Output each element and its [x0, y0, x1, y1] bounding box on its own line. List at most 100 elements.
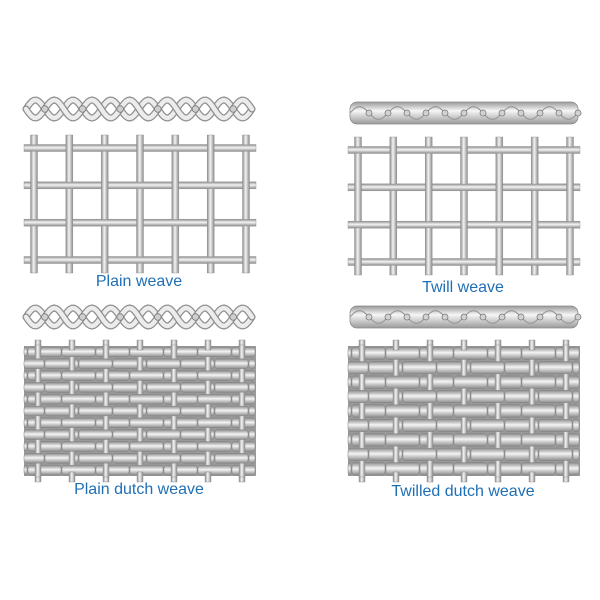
- dutch-weft-segment: [61, 441, 96, 452]
- dutch-weft-segment: [23, 441, 28, 452]
- profile-weft-dot: [384, 313, 392, 321]
- warp-over-segment: [494, 460, 502, 478]
- dutch-weft-segment: [351, 346, 386, 360]
- dutch-weft-segment: [27, 441, 62, 452]
- weft-over-segment: [135, 181, 145, 189]
- warp-over-segment: [562, 344, 570, 362]
- dutch-weft-segment: [248, 405, 256, 417]
- dutch-weft-segment: [95, 370, 130, 381]
- weft-over-segment: [530, 183, 540, 191]
- dutch-weft-segment: [78, 429, 113, 440]
- warp-over-segment: [528, 417, 536, 434]
- dutch-weft-segment: [78, 453, 113, 464]
- warp-over-segment: [170, 439, 178, 454]
- profile-weft-dot: [116, 313, 124, 321]
- plain-dutch-weave-caption: Plain dutch weave: [74, 481, 204, 498]
- dutch-weft-segment: [385, 375, 420, 389]
- dutch-weft-segment: [385, 404, 420, 418]
- warp-over-segment: [562, 373, 570, 391]
- dutch-weft-segment: [214, 429, 249, 440]
- profile-wire-b: [23, 97, 255, 121]
- warp-over-segment: [238, 439, 246, 454]
- dutch-weft-segment: [521, 375, 556, 389]
- dutch-weft-segment: [402, 390, 437, 404]
- weft-over-segment: [100, 144, 110, 152]
- profile-weft-dot: [41, 313, 49, 321]
- weft-over-segment: [388, 258, 398, 266]
- profile-weft-dot: [365, 313, 373, 321]
- weft-over-segment: [565, 146, 575, 154]
- warp-over-segment: [34, 462, 42, 478]
- dutch-weft-segment: [197, 346, 232, 358]
- dutch-weft-segment: [129, 394, 164, 405]
- dutch-weft-segment: [129, 441, 164, 452]
- profile-weft-dot: [555, 109, 563, 117]
- warp-over-segment: [204, 451, 212, 466]
- profile-weft-dot: [229, 105, 237, 113]
- dutch-weft-segment: [402, 418, 437, 432]
- warp-over-segment: [136, 427, 144, 442]
- warp-wire: [424, 136, 433, 276]
- dutch-weft-segment: [351, 462, 386, 476]
- dutch-weft-segment: [572, 447, 580, 461]
- dutch-weft-segment: [470, 390, 505, 404]
- warp-over-segment: [460, 359, 468, 377]
- warp-over-segment: [392, 359, 400, 377]
- dutch-weft-segment: [27, 394, 62, 405]
- dutch-weft-segment: [214, 405, 249, 417]
- profile-weft-dot: [403, 109, 411, 117]
- warp-over-segment: [136, 403, 144, 419]
- warp-over-segment: [494, 402, 502, 420]
- warp-over-segment: [102, 415, 110, 430]
- dutch-weft-segment: [95, 346, 130, 358]
- dutch-weft-segment: [453, 346, 488, 360]
- warp-over-segment: [102, 462, 110, 478]
- warp-wire: [242, 134, 250, 274]
- dutch-weft-segment: [347, 447, 369, 461]
- warp-over-segment: [528, 388, 536, 405]
- dutch-weft-segment: [385, 462, 420, 476]
- dutch-weft-segment: [61, 394, 96, 405]
- weft-over-segment: [565, 221, 575, 229]
- dutch-weft-segment: [470, 447, 505, 461]
- warp-over-segment: [136, 356, 144, 371]
- warp-wire: [354, 136, 362, 276]
- warp-over-segment: [460, 417, 468, 434]
- warp-end: [136, 471, 144, 483]
- profile-weft-dot: [536, 313, 544, 321]
- warp-over-segment: [170, 415, 178, 430]
- warp-over-segment: [426, 344, 434, 362]
- warp-over-segment: [238, 368, 246, 383]
- warp-over-segment: [426, 402, 434, 420]
- dutch-weft-segment: [248, 429, 256, 440]
- warp-wire: [30, 134, 38, 274]
- warp-over-segment: [562, 460, 570, 478]
- profile-weft-dot: [422, 313, 430, 321]
- dutch-weft-segment: [453, 375, 488, 389]
- dutch-weft-segment: [538, 447, 573, 461]
- dutch-weft-segment: [385, 346, 420, 360]
- profile-weft-dot: [191, 105, 200, 113]
- warp-end: [392, 471, 400, 483]
- dutch-weft-segment: [163, 441, 198, 452]
- dutch-weft-segment: [347, 418, 369, 432]
- warp-wire: [206, 134, 215, 274]
- dutch-weft-segment: [487, 375, 522, 389]
- dutch-weft-segment: [197, 441, 232, 452]
- profile-weft-dot: [422, 109, 430, 117]
- dutch-weft-segment: [197, 464, 232, 476]
- dutch-weft-segment: [214, 382, 249, 393]
- warp-end: [460, 339, 468, 351]
- dutch-weft-segment: [197, 370, 232, 381]
- dutch-weft-segment: [538, 390, 573, 404]
- dutch-weft-segment: [214, 453, 249, 464]
- warp-end: [136, 339, 144, 351]
- warp-over-segment: [204, 380, 212, 395]
- warp-over-segment: [358, 431, 366, 449]
- dutch-weft-segment: [27, 417, 62, 428]
- profile-weft-dot: [229, 313, 237, 321]
- plain-dutch-weave-mesh: [23, 339, 256, 483]
- dutch-weft-segment: [95, 417, 130, 428]
- warp-over-segment: [494, 344, 502, 362]
- dutch-weft-segment: [23, 382, 45, 393]
